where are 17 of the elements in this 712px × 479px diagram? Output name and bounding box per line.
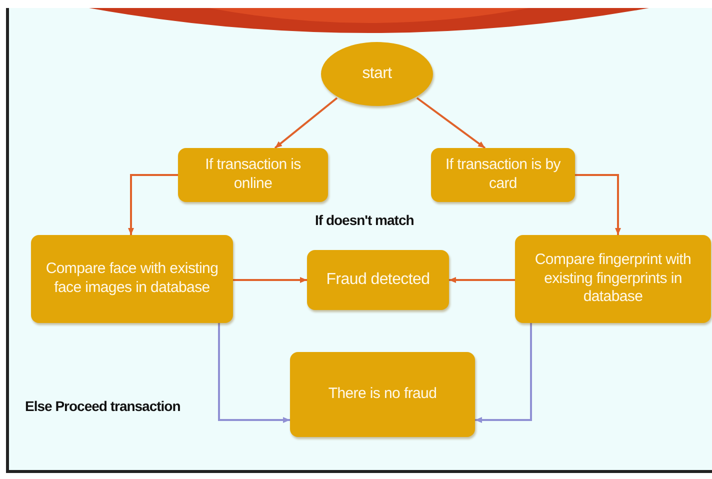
process-box: Compare face with existing face images in database [31,235,233,323]
process-box: Compare fingerprint with existing fingerprints in database [515,235,711,323]
note-text: If doesn't match [315,212,414,228]
process-box: There is no fraud [290,352,475,437]
note-text: Else Proceed transaction [25,398,180,414]
start-ellipse: start [321,42,433,106]
arrow [449,277,515,283]
arrow [475,323,532,423]
process-box: Fraud detected [307,250,449,310]
arrow [128,174,178,235]
process-box: If transaction is online [178,148,328,202]
arrow [218,323,290,423]
process-box: If transaction is by card [431,148,575,202]
arrow [233,277,307,283]
arrow [575,174,621,235]
arrow [274,97,338,149]
arrow [416,97,486,149]
